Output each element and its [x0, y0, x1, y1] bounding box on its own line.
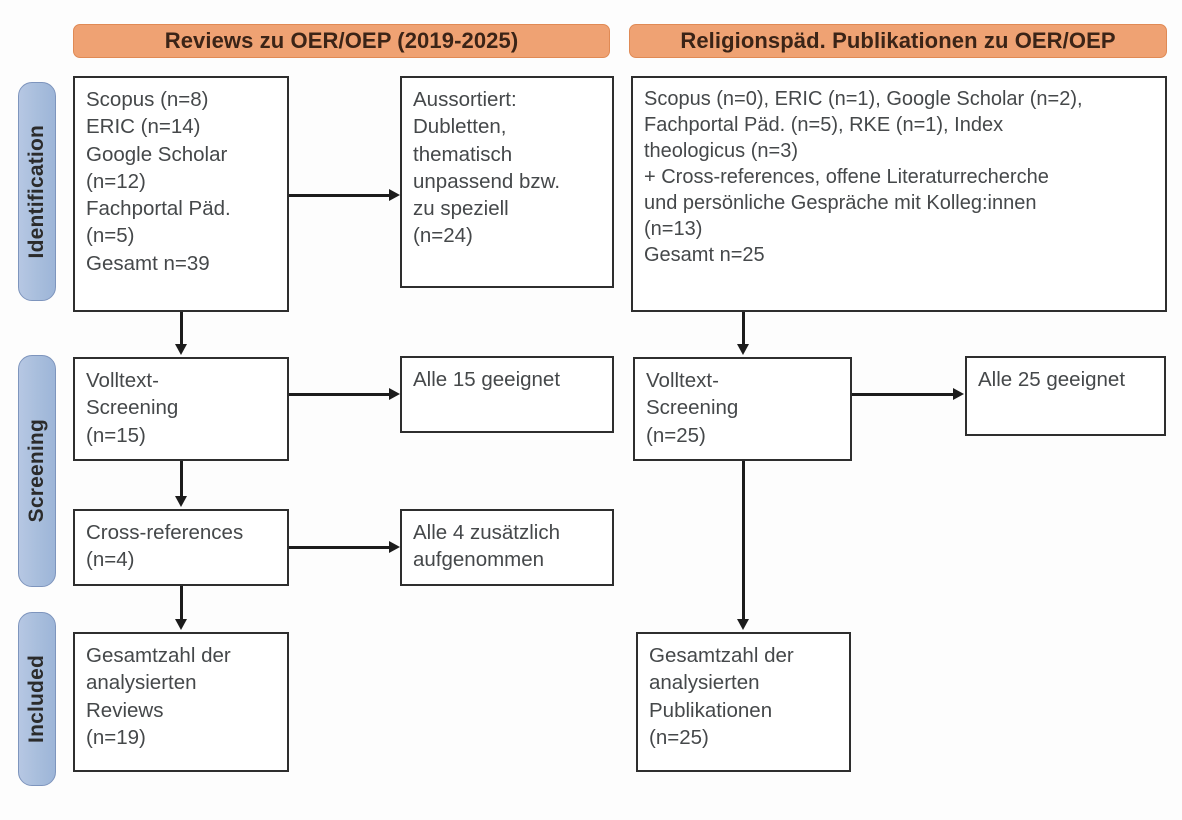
arrowhead-right-fulltext-to-included [737, 619, 749, 630]
column-header-right-label: Religionspäd. Publikationen zu OER/OEP [680, 28, 1116, 53]
arrowhead-left-fulltext-to-result [389, 388, 400, 400]
connector-left-crossref-to-included [180, 586, 183, 620]
connector-right-fulltext-to-included [742, 461, 745, 620]
box-left-identification-sources: Scopus (n=8) ERIC (n=14) Google Scholar … [73, 76, 289, 312]
stage-pill-included: Included [18, 612, 56, 786]
connector-right-fulltext-to-result [852, 393, 954, 396]
connector-left-fulltext-to-crossref [180, 461, 183, 497]
box-left-cross-references: Cross-references (n=4) [73, 509, 289, 586]
arrowhead-left-ident-to-excluded [389, 189, 400, 201]
stage-pill-screening: Screening [18, 355, 56, 587]
connector-left-ident-to-excluded [289, 194, 390, 197]
column-header-right: Religionspäd. Publikationen zu OER/OEP [629, 24, 1167, 58]
connector-right-ident-to-fulltext [742, 312, 745, 345]
stage-label-screening: Screening [25, 419, 48, 523]
connector-left-ident-to-fulltext [180, 312, 183, 345]
arrowhead-left-ident-to-fulltext [175, 344, 187, 355]
connector-left-crossref-to-result [289, 546, 390, 549]
box-left-included-total: Gesamtzahl der analysierten Reviews (n=1… [73, 632, 289, 772]
column-header-left-label: Reviews zu OER/OEP (2019-2025) [164, 28, 519, 53]
stage-label-included: Included [25, 655, 48, 743]
box-left-fulltext-screening: Volltext- Screening (n=15) [73, 357, 289, 461]
arrowhead-left-crossref-to-result [389, 541, 400, 553]
stage-label-identification: Identification [25, 124, 48, 259]
box-right-fulltext-screening: Volltext- Screening (n=25) [633, 357, 852, 461]
arrowhead-right-ident-to-fulltext [737, 344, 749, 355]
connector-left-fulltext-to-result [289, 393, 390, 396]
arrowhead-left-crossref-to-included [175, 619, 187, 630]
arrowhead-left-fulltext-to-crossref [175, 496, 187, 507]
arrowhead-right-fulltext-to-result [953, 388, 964, 400]
box-right-identification-sources: Scopus (n=0), ERIC (n=1), Google Scholar… [631, 76, 1167, 312]
stage-pill-identification: Identification [18, 82, 56, 301]
box-left-cross-references-result: Alle 4 zusätzlich aufgenommen [400, 509, 614, 586]
box-left-excluded: Aussortiert: Dubletten, thematisch unpas… [400, 76, 614, 288]
box-right-included-total: Gesamtzahl der analysierten Publikatione… [636, 632, 851, 772]
box-left-screening-result: Alle 15 geeignet [400, 356, 614, 433]
box-right-screening-result: Alle 25 geeignet [965, 356, 1166, 436]
column-header-left: Reviews zu OER/OEP (2019-2025) [73, 24, 610, 58]
